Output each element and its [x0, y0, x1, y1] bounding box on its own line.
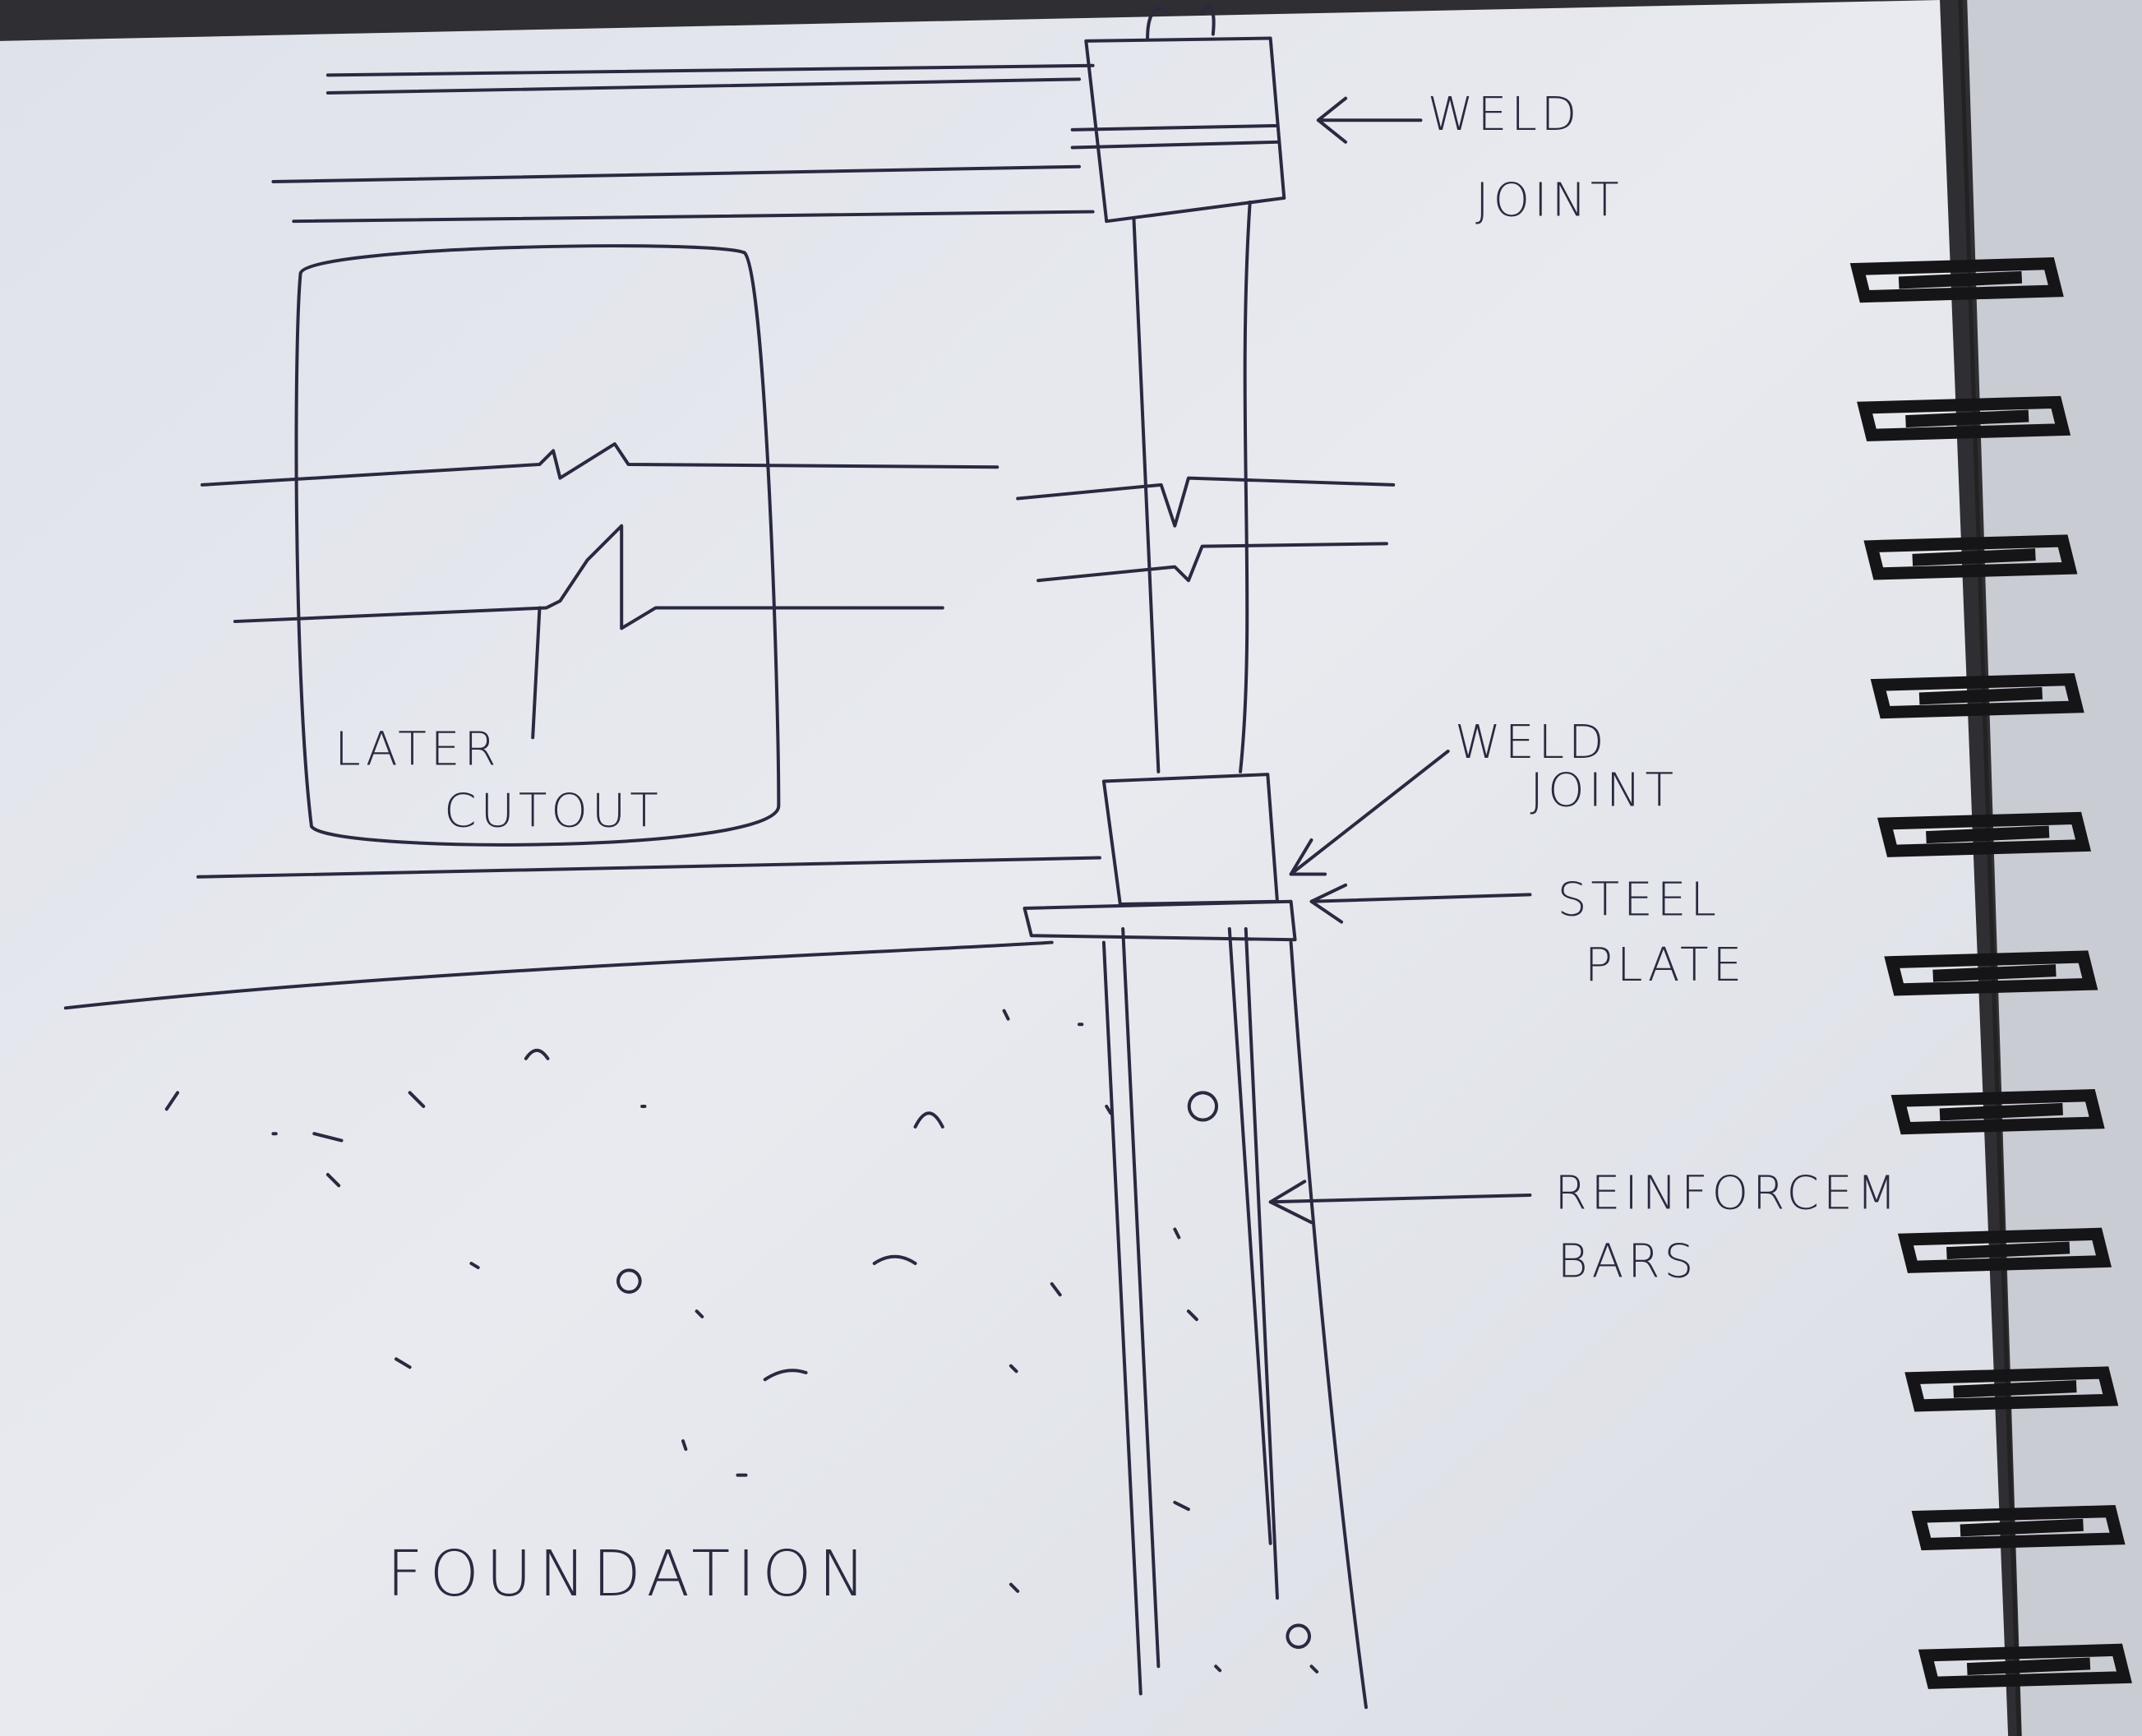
top-weld-joint-drawing — [271, 5, 1423, 773]
spiral-ring — [1884, 950, 2098, 996]
cutout-label-line2: CUTOUT — [444, 784, 662, 838]
spiral-ring — [1857, 395, 2071, 441]
foundation-speckles — [164, 1009, 1319, 1674]
spiral-ring — [1897, 1227, 2112, 1273]
spiral-ring — [1911, 1505, 2126, 1551]
column-base-drawing — [63, 749, 1532, 1710]
foundation-label: FOUNDATION — [386, 1538, 872, 1611]
bottom-weld-label-line1: WELD — [1455, 716, 1609, 769]
bottom-weld-label-line2: JOINT — [1530, 764, 1678, 817]
spiral-ring — [1849, 257, 2064, 303]
rebar-label-line2: BARS — [1558, 1235, 1698, 1289]
notebook-page — [0, 0, 2009, 1736]
spiral-ring — [1918, 1643, 2132, 1689]
rebar-label-line1: REINFORCEM — [1554, 1167, 1900, 1221]
spiral-binding — [1849, 257, 2132, 1689]
top-weld-label-line2: JOINT — [1475, 174, 1623, 228]
spiral-ring — [1870, 673, 2084, 719]
top-weld-label-line1: WELD — [1428, 88, 1581, 141]
spiral-ring — [1904, 1366, 2119, 1412]
labels: WELD JOINT LATER CUTOUT WELD JOINT STEEL… — [335, 88, 1900, 1611]
spiral-ring — [1877, 811, 2092, 857]
spiral-ring — [1863, 534, 2078, 580]
steel-plate-label-line2: PLATE — [1585, 939, 1746, 992]
steel-plate-label-line1: STEEL — [1558, 873, 1720, 926]
cutout-label-line1: LATER — [335, 723, 500, 777]
spiral-ring — [1890, 1089, 2105, 1135]
later-cutout-drawing — [200, 244, 1396, 847]
